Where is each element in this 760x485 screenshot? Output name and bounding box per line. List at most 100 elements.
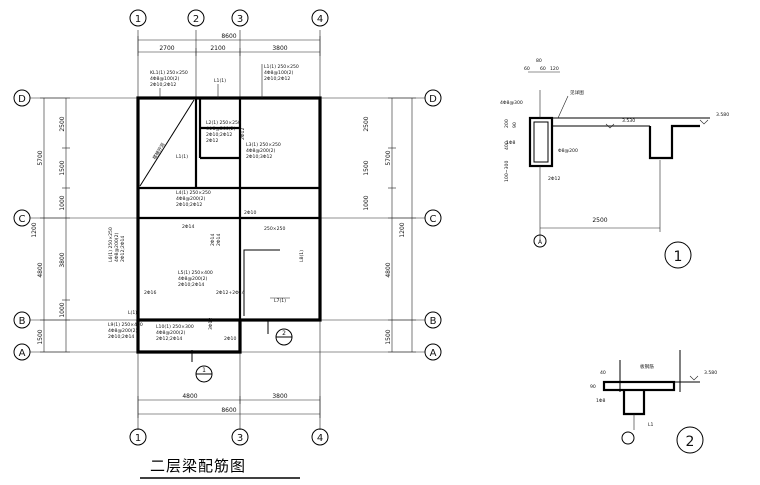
l7-label: L7(1) bbox=[274, 298, 286, 304]
axis-B-right: B bbox=[430, 316, 437, 327]
l2-label-2: 4Φ8@200(2) bbox=[206, 126, 236, 132]
l3-label-2: 4Φ8@200(2) bbox=[246, 148, 276, 154]
axis-grid bbox=[30, 30, 425, 430]
axis-D-left: D bbox=[18, 94, 26, 105]
detail-2: 40 90 1Φ8 板钢筋 L1 3.580 2 bbox=[590, 350, 717, 454]
l8-label-1: 250×250 bbox=[264, 226, 285, 232]
l9-label-2: 4Φ8@200(2) bbox=[108, 328, 138, 334]
axis-A-right: A bbox=[430, 348, 437, 359]
l8-label-2: L8(1) bbox=[299, 250, 305, 262]
d2-note-3: 1Φ8 bbox=[596, 398, 606, 404]
small-note-9: 3Φ12 bbox=[208, 318, 214, 330]
d1-axis-A: A bbox=[538, 239, 543, 246]
small-note-12: L(1) bbox=[128, 310, 137, 316]
d1-dim-1: 80 bbox=[536, 58, 542, 64]
d1-note-3: 1Φ8 bbox=[506, 140, 516, 146]
dim-right-outer-4: 1500 bbox=[385, 329, 392, 344]
dim-left-outer-3: 4800 bbox=[37, 262, 44, 277]
dimension-right: 2500 1500 1000 5700 1200 4800 1500 bbox=[363, 97, 416, 353]
small-note-5: 2Φ14 bbox=[210, 234, 216, 246]
l5-label-3: 2Φ10;2Φ14 bbox=[178, 282, 204, 288]
dim-right-outer-1: 5700 bbox=[385, 150, 392, 165]
l4-label-2: 4Φ8@200(2) bbox=[176, 196, 206, 202]
d2-note-1: 40 bbox=[600, 370, 606, 376]
l5-label-2: 4Φ8@200(2) bbox=[178, 276, 208, 282]
dim-left-outer-4: 1500 bbox=[37, 329, 44, 344]
dim-bottom-total: 8600 bbox=[221, 407, 236, 414]
l6-label-1: L6(1) 250×250 bbox=[108, 227, 114, 262]
d1-note-4: 2Φ12 bbox=[548, 176, 560, 182]
l1-small-label: L1(1) bbox=[214, 78, 226, 84]
axis-C-left: C bbox=[19, 214, 26, 225]
small-note-1: 2Φ12 bbox=[206, 138, 218, 144]
axis-bubbles-top: 1 2 3 4 bbox=[129, 9, 329, 27]
l4-label-3: 2Φ10;2Φ12 bbox=[176, 202, 202, 208]
dim-left-inner-4: 3800 bbox=[59, 252, 66, 267]
beam-layout bbox=[136, 96, 322, 354]
dim-right-inner-3: 1000 bbox=[363, 195, 370, 210]
dim-left-inner-1: 2500 bbox=[59, 116, 66, 131]
l6-label-3: 2Φ12;2Φ14 bbox=[120, 236, 126, 262]
d1-dim-2: 60 bbox=[524, 66, 530, 72]
kl1-label-2: 4Φ8@100(2) bbox=[150, 76, 180, 82]
dim-top-seg-1: 2700 bbox=[159, 45, 174, 52]
small-note-7: 2Φ16 bbox=[144, 290, 156, 296]
d1-detail-number: 1 bbox=[674, 249, 683, 265]
dim-bottom-seg-1: 4800 bbox=[182, 393, 197, 400]
d1-elevation-lower: 3.530 bbox=[622, 118, 635, 124]
d1-note-9: 见详图 bbox=[570, 89, 584, 96]
l1-right-label-1: L1(1) 250×250 bbox=[264, 64, 299, 70]
d1-note-5: 400 bbox=[504, 141, 510, 150]
d1-elevation: 3.580 bbox=[716, 112, 729, 118]
small-note-4: 2Φ14 bbox=[182, 224, 194, 230]
axis-A-left: A bbox=[19, 348, 26, 359]
l9-label-1: L9(1) 250×400 bbox=[108, 322, 143, 328]
l1-right-label-3: 2Φ10;2Φ12 bbox=[264, 76, 290, 82]
d1-note-2: Φ8@200 bbox=[558, 148, 578, 154]
axis-C-right: C bbox=[430, 214, 437, 225]
d1-note-6: 200 bbox=[504, 119, 510, 128]
l10-label-1: L10(1) 250×300 bbox=[156, 324, 194, 330]
axis-3-bottom: 3 bbox=[237, 433, 243, 444]
l9-label-3: 2Φ10;2Φ14 bbox=[108, 334, 134, 340]
l5-label-1: L5(1) 250×400 bbox=[178, 270, 213, 276]
dim-top-seg-2: 2100 bbox=[210, 45, 225, 52]
drawing-title: 二层梁配筋图 bbox=[150, 457, 247, 475]
dim-left-inner-3: 1000 bbox=[59, 195, 66, 210]
dim-top-seg-3: 3800 bbox=[272, 45, 287, 52]
axis-bubbles-left: D C B A bbox=[13, 89, 31, 361]
d2-detail-number: 2 bbox=[686, 434, 695, 450]
dim-right-outer-3: 4800 bbox=[385, 262, 392, 277]
l3-label-3: 2Φ10;3Φ12 bbox=[246, 154, 272, 160]
dimension-top: 8600 2700 2100 3800 bbox=[137, 33, 321, 56]
axis-1-top: 1 bbox=[135, 14, 141, 25]
kl1-label-3: 2Φ10;2Φ12 bbox=[150, 82, 176, 88]
l2-label-1: L2(1) 250×250 bbox=[206, 120, 241, 126]
dim-left-inner-2: 1500 bbox=[59, 160, 66, 175]
axis-D-right: D bbox=[429, 94, 437, 105]
l1-right-label-2: 4Φ8@100(2) bbox=[264, 70, 294, 76]
l6-label-2: 4Φ8@200(2) bbox=[114, 232, 120, 262]
kl1-label-1: KL1(1) 250×250 bbox=[150, 70, 188, 76]
d2-elevation: 3.580 bbox=[704, 370, 717, 376]
dimension-left: 5700 1200 4800 1500 2500 1500 1000 3800 … bbox=[31, 97, 70, 353]
section-markers-plan: 1 2 bbox=[191, 320, 293, 383]
l4-label-1: L4(1) 250×250 bbox=[176, 190, 211, 196]
dim-bottom-seg-2: 3800 bbox=[272, 393, 287, 400]
axis-4-bottom: 4 bbox=[317, 433, 323, 444]
small-note-3: 2Φ10 bbox=[244, 210, 256, 216]
small-note-2: 2Φ12 bbox=[240, 128, 246, 140]
axis-bubbles-bottom: 1 3 4 bbox=[129, 428, 329, 446]
plan-section-2-label: 2 bbox=[282, 330, 286, 337]
axis-4-top: 4 bbox=[317, 14, 323, 25]
small-note-6: 2Φ14 bbox=[216, 234, 222, 246]
dim-top-total: 8600 bbox=[221, 33, 236, 40]
small-note-8: 2Φ12+2Φ14 bbox=[216, 290, 245, 296]
dim-right-outer-2: 1200 bbox=[399, 222, 406, 237]
axis-1-bottom: 1 bbox=[135, 433, 141, 444]
dim-left-outer-1: 5700 bbox=[37, 150, 44, 165]
d1-dim-4: 120 bbox=[550, 66, 559, 72]
dimension-bottom: 4800 3800 8600 bbox=[137, 393, 321, 418]
